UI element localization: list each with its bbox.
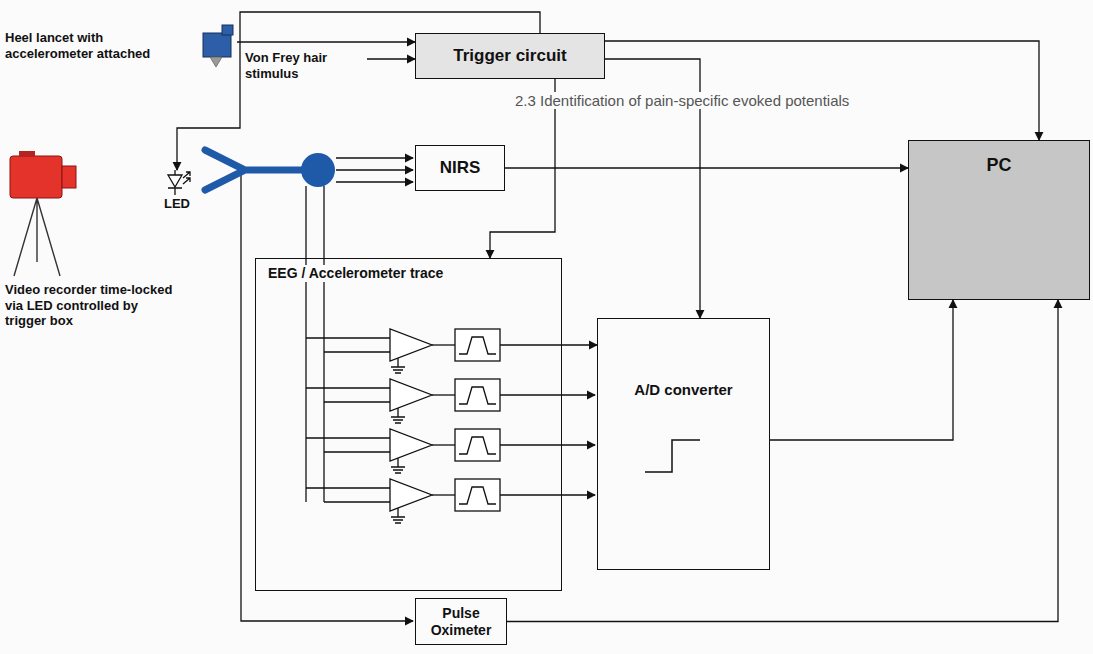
box-label: Trigger circuit bbox=[453, 46, 566, 66]
connector-arrow bbox=[367, 58, 415, 59]
device-label: Heel lancet with accelerometer attached bbox=[5, 30, 155, 61]
video-recorder: Video recorder time-locked via LED contr… bbox=[5, 150, 233, 342]
process-box: Trigger circuit bbox=[415, 33, 605, 79]
process-box: A/D converter bbox=[597, 318, 770, 570]
heel-lancet-icon bbox=[201, 23, 237, 69]
connector-arrow bbox=[507, 300, 1058, 622]
video-camera-icon bbox=[5, 150, 95, 282]
box-label: PC bbox=[986, 155, 1011, 177]
led-symbol bbox=[160, 170, 194, 196]
box-label: A/D converter bbox=[634, 381, 732, 399]
led-node: LED bbox=[150, 170, 204, 218]
process-box: EEG / Accelerometer trace bbox=[255, 258, 562, 591]
process-box: NIRS bbox=[415, 145, 505, 191]
stimulus-device: Heel lancet with accelerometer attached bbox=[5, 22, 237, 70]
connector-arrow bbox=[562, 344, 597, 345]
background-heading: 2.3 Identification of pain-specific evok… bbox=[512, 92, 852, 109]
box-label: NIRS bbox=[440, 158, 481, 178]
process-box: Pulse Oximeter bbox=[415, 598, 507, 645]
connector-arrow bbox=[237, 41, 415, 42]
connector-arrow bbox=[505, 167, 908, 168]
sensor-probe bbox=[205, 150, 335, 190]
led-label: LED bbox=[164, 196, 190, 212]
stimulus-label: Von Frey hair stimulus bbox=[245, 50, 367, 86]
box-label: Pulse Oximeter bbox=[416, 605, 506, 639]
connector-arrow bbox=[605, 41, 1039, 140]
probe-leads bbox=[241, 158, 413, 621]
box-label: EEG / Accelerometer trace bbox=[266, 265, 445, 282]
adc-step-symbol bbox=[645, 440, 700, 472]
connector-arrow bbox=[770, 300, 953, 440]
amplifier-channels bbox=[306, 329, 595, 523]
stimulus-text: Von Frey hair stimulus bbox=[245, 50, 367, 81]
computer-box: PC bbox=[908, 140, 1090, 300]
recorder-label: Video recorder time-locked via LED contr… bbox=[5, 282, 181, 329]
